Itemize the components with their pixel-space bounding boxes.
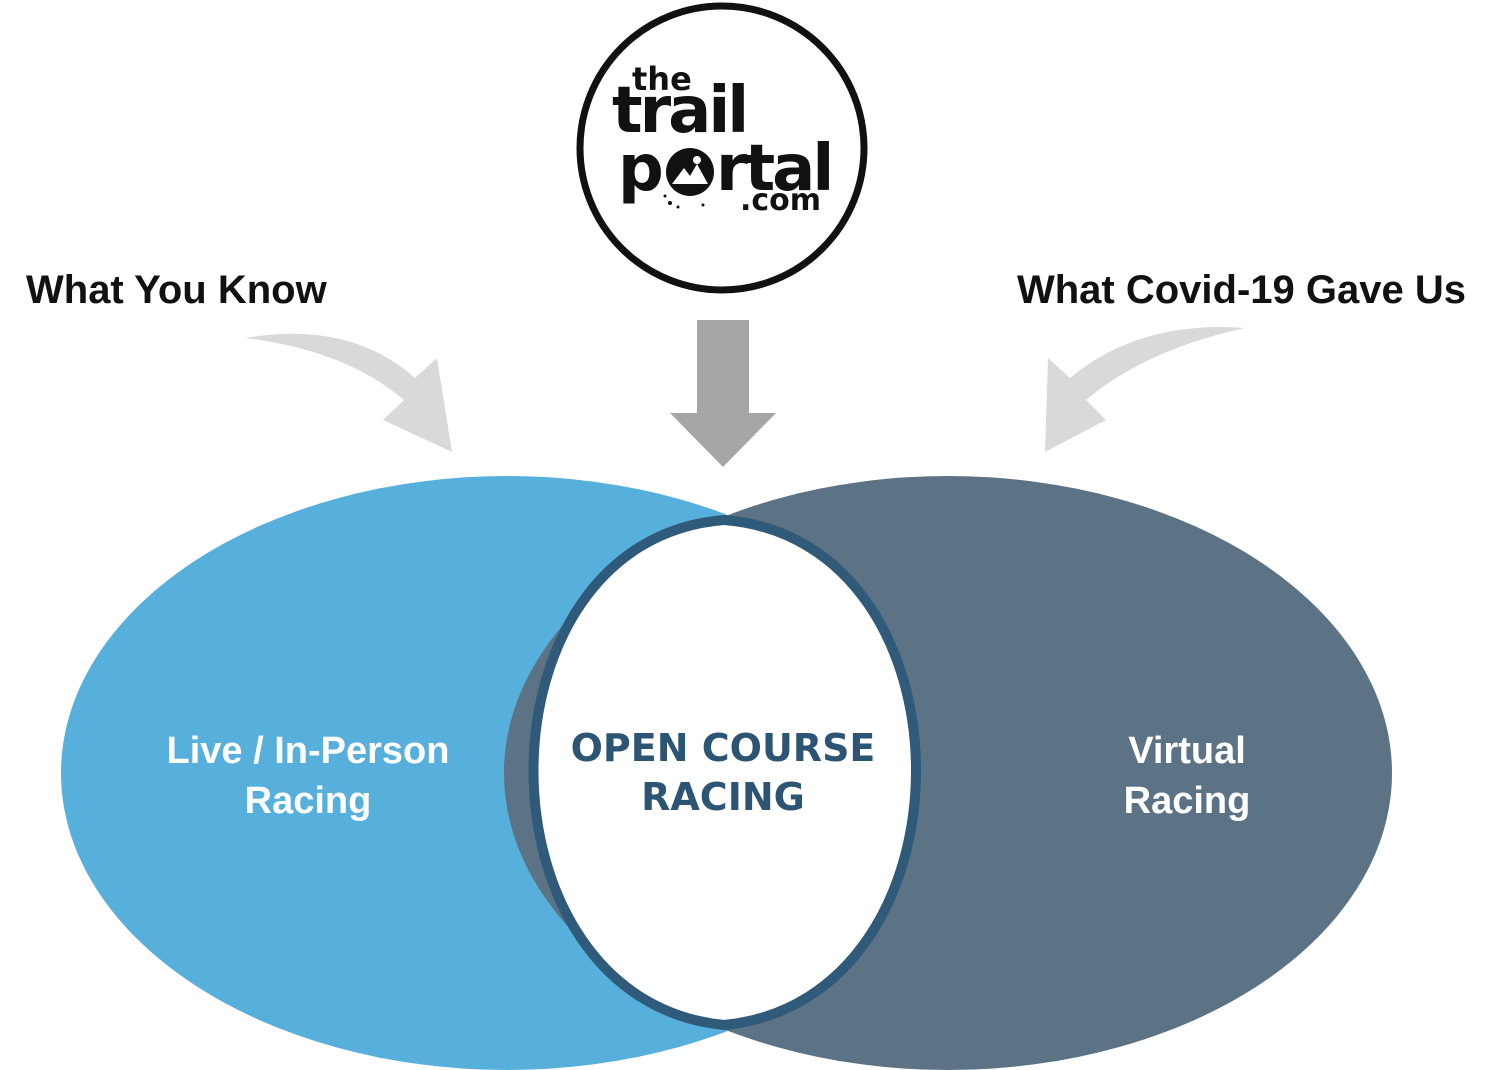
left-curved-arrow (245, 333, 452, 452)
right-curved-arrow (1045, 327, 1245, 452)
open-course-label-line1: OPEN COURSE (571, 726, 876, 770)
what-you-know-label: What You Know (26, 268, 328, 312)
logo-ring (576, 2, 868, 294)
logo-text-p: p (618, 132, 664, 206)
virtual-racing-label-line2: Racing (1124, 780, 1251, 822)
down-arrow (670, 320, 776, 467)
logo-text-com: .com (740, 183, 821, 218)
logo-text-the: the (632, 60, 692, 98)
live-racing-label-line2: Racing (245, 780, 372, 822)
overlap-region (528, 514, 921, 1031)
open-course-label-line2: RACING (641, 775, 805, 819)
logo-text-rtal: rtal (716, 132, 831, 206)
what-covid-gave-us-label: What Covid-19 Gave Us (1017, 268, 1466, 312)
trail-portal-logo: the trail p rtal .com (576, 2, 868, 294)
logo-text-trail: trail (612, 74, 746, 148)
virtual-racing-label-line1: Virtual (1128, 730, 1246, 772)
live-racing-label-line1: Live / In-Person (167, 730, 450, 772)
mountain-circle-icon (663, 148, 714, 209)
